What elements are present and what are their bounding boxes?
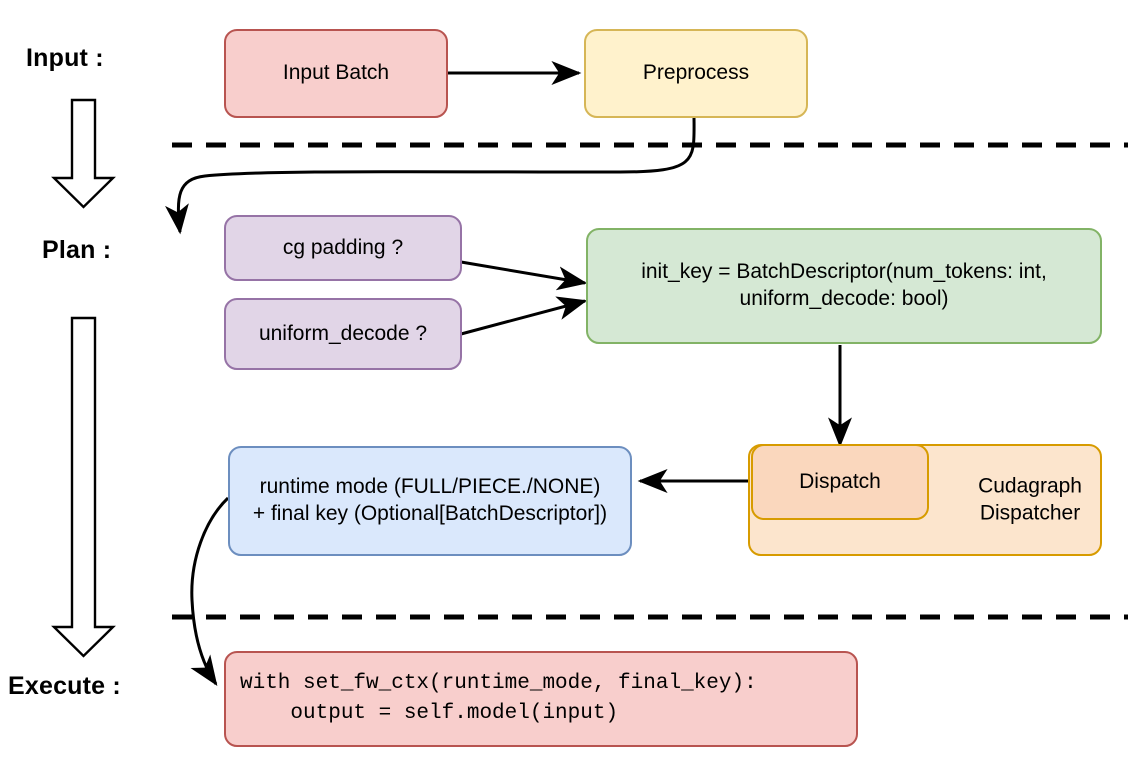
node-init-key[interactable]: init_key = BatchDescriptor(num_tokens: i… — [586, 228, 1102, 344]
node-preprocess[interactable]: Preprocess — [584, 29, 808, 118]
node-uniform-decode-label: uniform_decode ? — [258, 321, 428, 345]
node-input-batch[interactable]: Input Batch — [224, 29, 448, 118]
node-dispatch-label: Dispatch — [799, 469, 881, 493]
uniform-decode-to-init-key-connector — [460, 296, 588, 336]
plan-to-execute-flow-arrow — [51, 316, 116, 658]
runtime-mode-to-execute-code-connector — [190, 496, 230, 686]
stage-label-plan: Plan : — [42, 236, 112, 264]
node-cudagraph-dispatcher-line2: Dispatcher — [979, 502, 1081, 525]
node-execute-code-line2: output = self.model(input) — [240, 702, 619, 725]
node-cg-padding-label: cg padding ? — [282, 235, 404, 259]
node-execute-code[interactable]: with set_fw_ctx(runtime_mode, final_key)… — [224, 651, 858, 747]
node-cudagraph-dispatcher-line1: Cudagraph — [978, 474, 1082, 498]
node-preprocess-label: Preprocess — [642, 61, 750, 85]
node-runtime-mode-line1: runtime mode (FULL/PIECE./NONE) — [259, 475, 601, 499]
node-init-key-line1: init_key = BatchDescriptor(num_tokens: i… — [641, 260, 1047, 284]
node-cudagraph-dispatcher-label: Cudagraph Dispatcher — [978, 473, 1082, 528]
node-uniform-decode[interactable]: uniform_decode ? — [224, 298, 462, 370]
input-to-plan-flow-arrow — [51, 98, 116, 209]
node-runtime-mode[interactable]: runtime mode (FULL/PIECE./NONE) + final … — [228, 446, 632, 556]
node-input-batch-label: Input Batch — [282, 61, 390, 85]
cg-padding-to-init-key-connector — [460, 260, 588, 291]
node-dispatch[interactable]: Dispatch — [751, 444, 929, 520]
node-execute-code-line1: with set_fw_ctx(runtime_mode, final_key)… — [240, 671, 757, 695]
stage-label-input: Input : — [26, 44, 104, 72]
node-runtime-mode-line2: + final key (Optional[BatchDescriptor]) — [252, 502, 608, 525]
node-init-key-line2: uniform_decode: bool) — [739, 287, 949, 310]
node-cg-padding[interactable]: cg padding ? — [224, 215, 462, 281]
stage-label-execute: Execute : — [8, 672, 121, 700]
